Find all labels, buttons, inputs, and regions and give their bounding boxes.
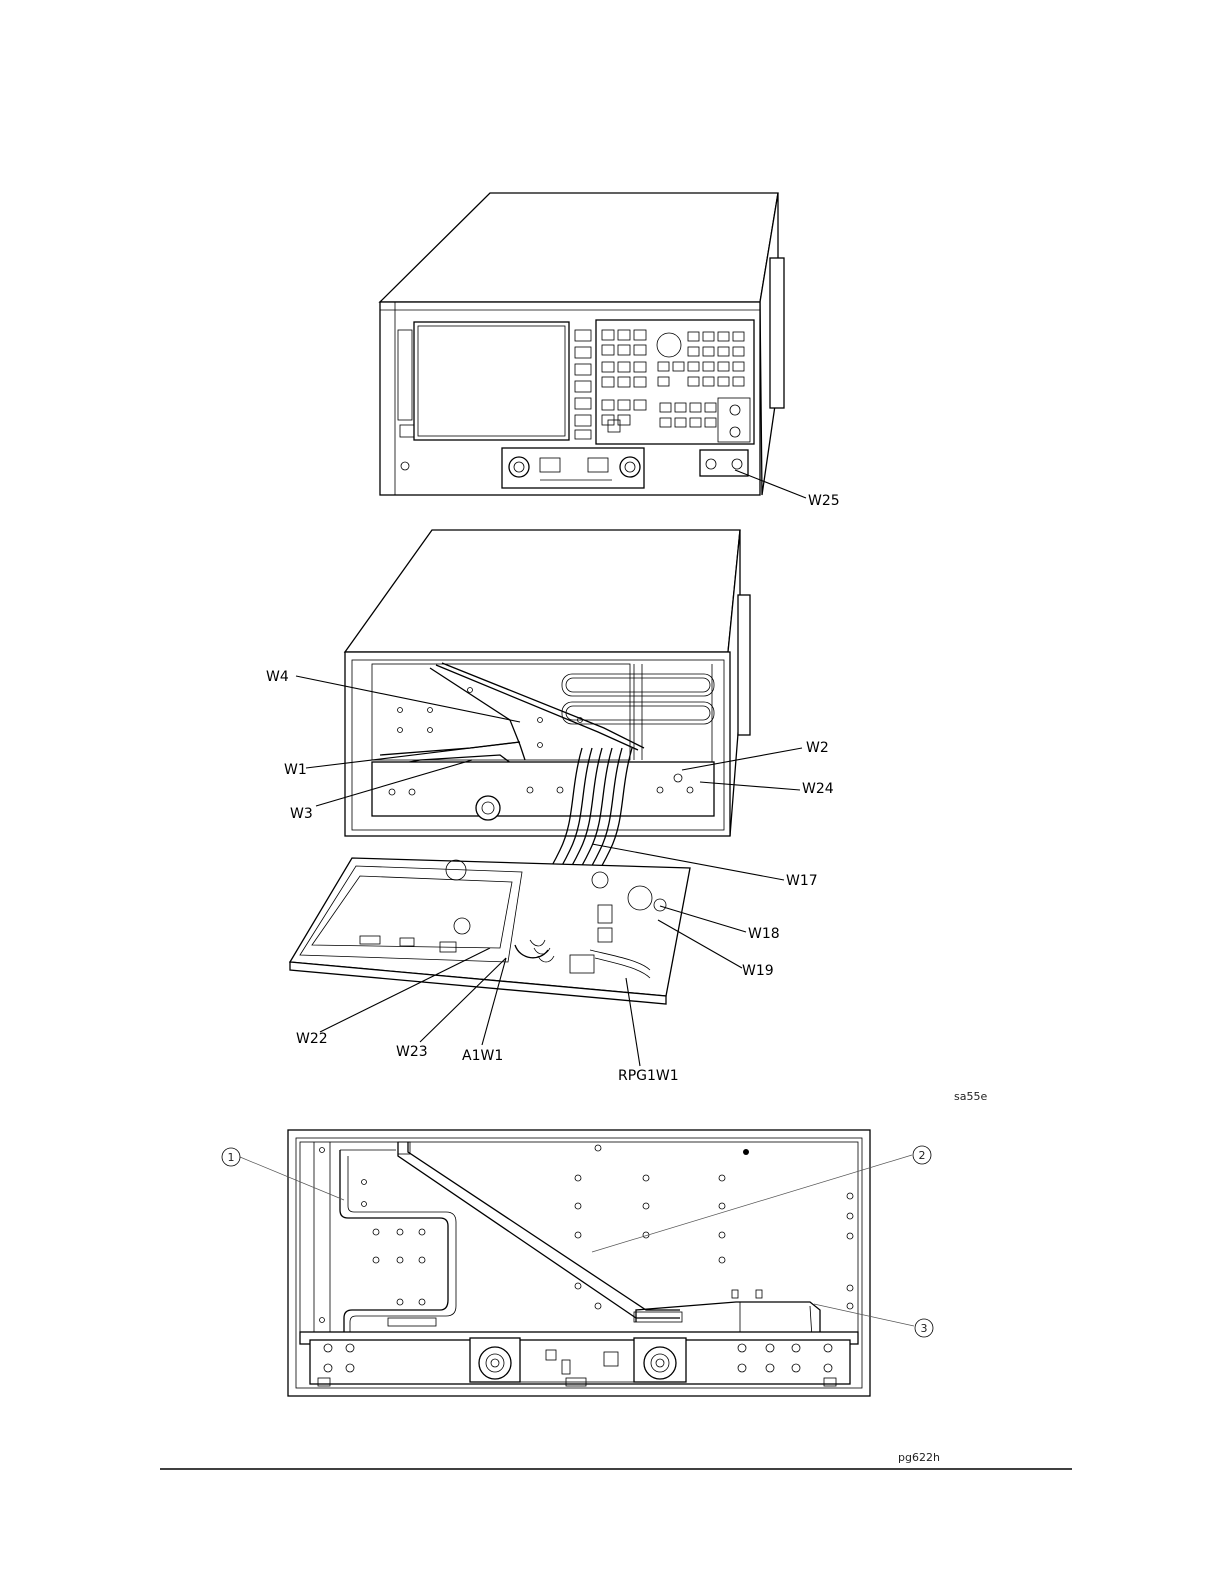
label-w23: W23 (396, 1044, 428, 1060)
callout-1: 1 (222, 1148, 240, 1166)
port-1-connector-icon (479, 1347, 511, 1379)
label-w25: W25 (808, 493, 840, 509)
label-rpg1w1: RPG1W1 (618, 1068, 679, 1084)
label-w1: W1 (284, 762, 307, 778)
port-2-connector-icon (620, 457, 640, 477)
port-1-connector-icon (509, 457, 529, 477)
label-w2: W2 (806, 740, 829, 756)
label-w19: W19 (742, 963, 774, 979)
label-w22: W22 (296, 1031, 328, 1047)
figure-code-footer: pg622h (898, 1451, 940, 1464)
chassis-cable-view: W4 W1 W3 W2 W24 W17 W18 W19 W22 W23 A1W1… (266, 530, 987, 1103)
connector-icon (476, 796, 500, 820)
svg-text:1: 1 (228, 1151, 235, 1164)
figure-code-middle: sa55e (954, 1090, 987, 1103)
label-w24: W24 (802, 781, 834, 797)
label-a1w1: A1W1 (462, 1048, 503, 1064)
instrument-front-view: W25 (380, 193, 840, 509)
label-w17: W17 (786, 873, 818, 889)
svg-text:3: 3 (921, 1322, 928, 1335)
label-w4: W4 (266, 669, 289, 685)
callout-3: 3 (915, 1319, 933, 1337)
svg-text:2: 2 (919, 1149, 926, 1162)
callout-2: 2 (913, 1146, 931, 1164)
chassis-front-interior-view: 1 2 3 (222, 1130, 933, 1396)
port-2-connector-icon (644, 1347, 676, 1379)
label-w18: W18 (748, 926, 780, 942)
label-w3: W3 (290, 806, 313, 822)
